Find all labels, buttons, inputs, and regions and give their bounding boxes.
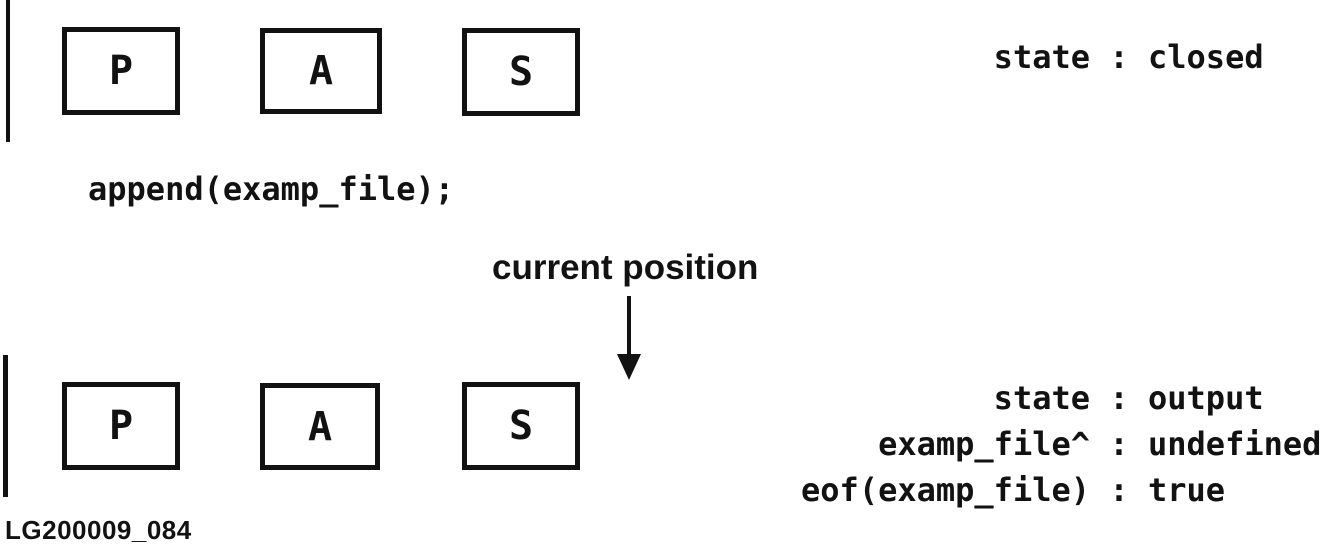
eof-label: eof(examp_file) <box>801 471 1090 509</box>
state-label: state <box>993 379 1090 417</box>
component-box-letter: A <box>307 403 333 450</box>
component-box-s-top: S <box>462 28 580 116</box>
buffer-variable-row: examp_file^ : undefined <box>700 421 1323 467</box>
colon-separator: : <box>1109 38 1129 76</box>
state-value: closed <box>1148 38 1264 76</box>
down-arrow-icon <box>617 296 641 380</box>
state-annotations-after: state : output examp_file^ : undefined e… <box>700 375 1323 513</box>
state-value: output <box>1148 379 1264 417</box>
component-box-letter: S <box>508 49 534 95</box>
file-start-line-top <box>6 0 10 142</box>
state-row: state : output <box>700 375 1323 421</box>
state-row: state : closed <box>700 34 1323 80</box>
figure-id-caption: LG200009_084 <box>5 515 192 545</box>
eof-value: true <box>1148 471 1226 509</box>
state-label: state <box>993 38 1090 76</box>
component-box-letter: P <box>108 403 134 449</box>
buffer-variable-label: examp_file^ <box>878 425 1090 463</box>
buffer-variable-value: undefined <box>1148 425 1322 463</box>
component-box-a-top: A <box>260 28 382 114</box>
colon-separator: : <box>1109 425 1129 463</box>
eof-row: eof(examp_file) : true <box>700 467 1323 513</box>
file-start-line-bottom <box>3 355 8 497</box>
component-box-p-bottom: P <box>62 382 180 470</box>
component-box-s-bottom: S <box>462 382 580 470</box>
component-box-letter: P <box>108 48 134 94</box>
current-position-label: current position <box>492 248 759 287</box>
component-box-a-bottom: A <box>260 383 380 470</box>
append-statement: append(examp_file); <box>88 170 455 208</box>
colon-separator: : <box>1109 471 1129 509</box>
state-annotations-before: state : closed <box>700 34 1323 80</box>
component-box-letter: S <box>508 403 534 449</box>
component-box-letter: A <box>308 48 334 94</box>
colon-separator: : <box>1109 379 1129 417</box>
component-box-p-top: P <box>62 27 180 115</box>
